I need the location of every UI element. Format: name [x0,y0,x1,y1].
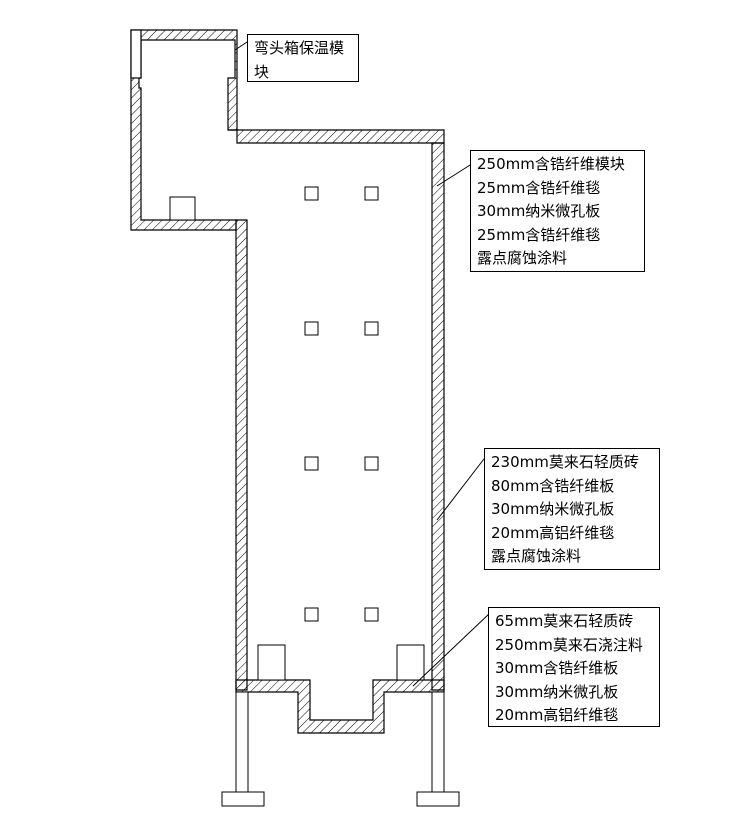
leg-right [431,691,445,793]
label-line: 20mm高铝纤维毯 [495,706,619,724]
label-line: 80mm含锆纤维板 [491,476,615,495]
label-line: 露点腐蚀涂料 [477,249,568,267]
elbow-left-gap [130,29,142,79]
tube-marker [364,456,379,471]
elbow-block [169,196,196,221]
tube-markers [304,186,379,622]
label-line: 230mm莫来石轻质砖 [491,453,639,471]
tube-marker [304,607,319,622]
tube-marker [304,456,319,471]
middle-wall-label: 230mm莫来石轻质砖 80mm含锆纤维板 30mm纳米微孔板 20mm高铝纤维… [484,448,660,570]
tube-marker [304,321,319,336]
label-line: 块 [254,62,270,81]
label-line: 30mm纳米微孔板 [477,202,601,220]
tube-marker [304,186,319,201]
label-line: 250mm含锆纤维模块 [477,155,625,173]
upper-wall-label: 250mm含锆纤维模块 25mm含锆纤维毯 30mm纳米微孔板 25mm含锆纤维… [470,150,645,272]
main-right-wall [431,142,445,691]
main-top-wall [228,129,445,144]
foot-left [221,791,265,807]
leg-left [235,691,249,793]
label-line: 30mm含锆纤维板 [495,659,619,677]
burner-block-right [396,644,425,681]
label-line: 30mm纳米微孔板 [495,682,619,701]
bottom-label: 65mm莫来石轻质砖 250mm莫来石浇注料 30mm含锆纤维板 30mm纳米微… [488,607,660,727]
label-line: 30mm纳米微孔板 [491,500,615,518]
tube-marker [364,321,379,336]
label-line: 弯头箱保温模 [254,39,345,57]
label-line: 25mm含锆纤维毯 [477,225,601,244]
label-line: 250mm莫来石浇注料 [495,635,643,654]
elbow-box-label: 弯头箱保温模 块 [247,34,359,82]
label-line: 25mm含锆纤维毯 [477,178,601,197]
bottom-wall [235,679,445,734]
label-line: 20mm高铝纤维毯 [491,523,615,542]
foot-right [416,791,460,807]
label-line: 露点腐蚀涂料 [491,547,582,565]
leader-bottom [412,612,491,687]
leader-middle [436,454,488,521]
label-line: 65mm莫来石轻质砖 [495,612,634,630]
burner-block-left [257,644,286,681]
legs [221,691,460,807]
main-left-wall [235,219,248,691]
tube-marker [364,186,379,201]
tube-marker [364,607,379,622]
